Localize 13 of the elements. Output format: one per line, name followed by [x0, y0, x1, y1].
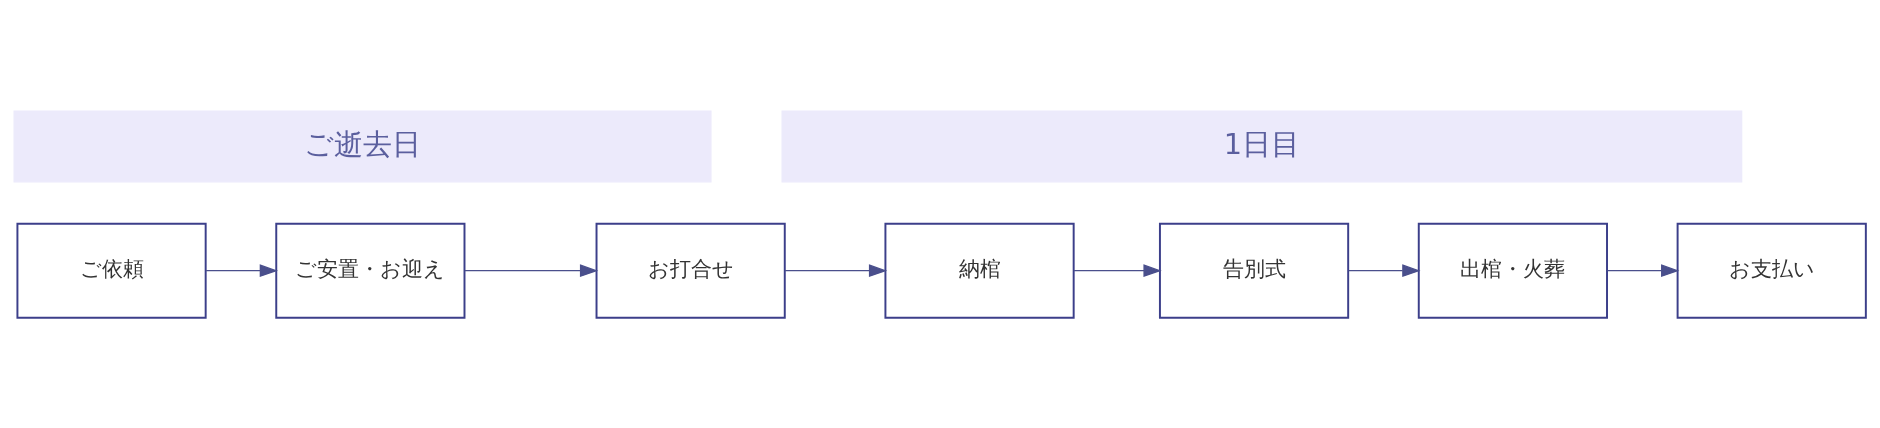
arrow — [784, 263, 888, 277]
node-box: 出棺・火葬 — [1417, 222, 1608, 319]
arrow — [464, 263, 599, 277]
arrow — [1606, 263, 1680, 277]
node-box: 告別式 — [1158, 222, 1350, 319]
node-box: ご依頼 — [16, 222, 207, 319]
arrow — [1073, 263, 1162, 277]
node-box: ご安置・お迎え — [275, 222, 466, 319]
node-box: お打合せ — [595, 222, 786, 319]
node-box: お支払い — [1676, 222, 1867, 319]
node-box: 納棺 — [884, 222, 1075, 319]
arrow — [1347, 263, 1421, 277]
arrow — [205, 263, 278, 277]
